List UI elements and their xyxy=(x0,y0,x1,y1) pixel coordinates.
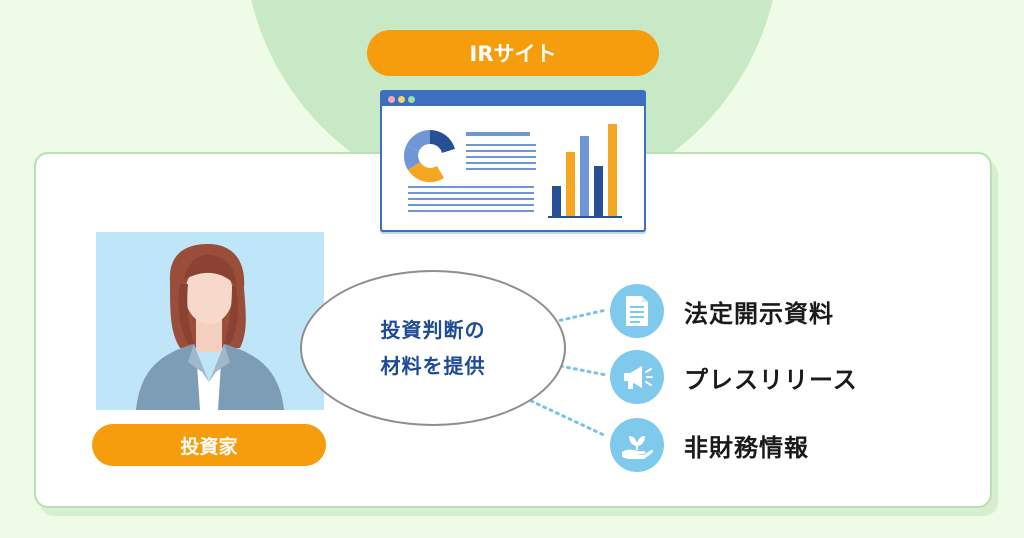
megaphone-icon xyxy=(610,350,664,404)
item-label-press-release: プレスリリース xyxy=(684,366,858,394)
browser-title-bar xyxy=(382,92,644,106)
ir-site-browser-illustration xyxy=(380,90,646,232)
investor-illustration xyxy=(96,232,324,410)
investor-label: 投資家 xyxy=(92,424,326,466)
browser-content-graphic xyxy=(403,124,622,218)
investor-person-graphic xyxy=(136,244,284,410)
hand-plant-icon xyxy=(610,418,664,472)
bubble-text-line-1: 投資判断の xyxy=(380,318,486,342)
browser-dot-icon xyxy=(388,96,395,103)
ir-site-label: IRサイト xyxy=(367,30,659,76)
decision-material-bubble: 投資判断の 材料を提供 xyxy=(300,270,566,426)
item-label-non-financial: 非財務情報 xyxy=(684,434,809,462)
connector-item-2 xyxy=(538,360,608,377)
document-icon xyxy=(610,284,664,338)
bubble-text-line-2: 材料を提供 xyxy=(380,354,486,378)
browser-dot-icon xyxy=(408,96,415,103)
browser-dot-icon xyxy=(398,96,405,103)
item-label-disclosure: 法定開示資料 xyxy=(684,300,834,328)
